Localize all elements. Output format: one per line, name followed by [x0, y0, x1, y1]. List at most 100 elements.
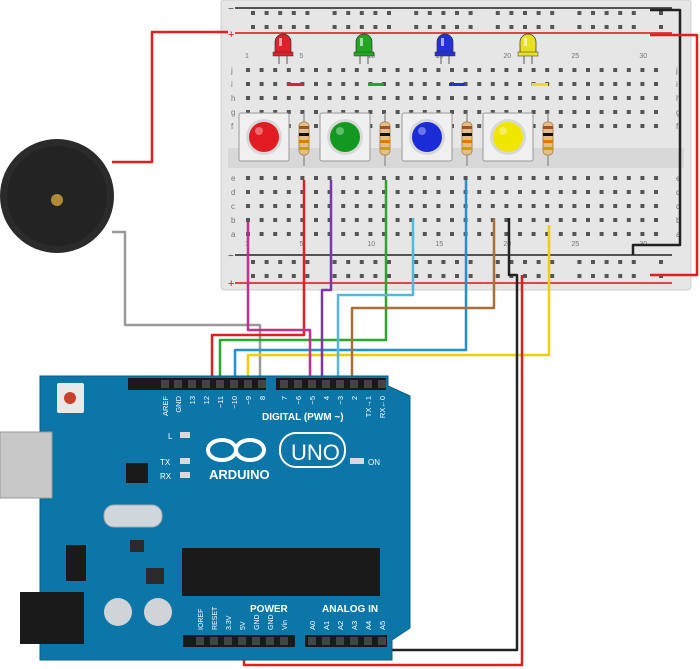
breadboard-hole: [518, 96, 522, 100]
header-pin[interactable]: [280, 637, 288, 645]
breadboard-hole: [599, 68, 604, 72]
header-pin[interactable]: [308, 380, 316, 388]
header-pin[interactable]: [196, 637, 204, 645]
breadboard-hole: [654, 124, 658, 128]
breadboard-hole: [477, 110, 482, 114]
pushbutton[interactable]: [482, 112, 534, 162]
column-number: 10: [367, 241, 375, 248]
header-pin[interactable]: [161, 380, 169, 388]
breadboard-hole: [490, 204, 495, 208]
header-pin[interactable]: [174, 380, 182, 388]
breadboard-hole: [246, 204, 250, 208]
breadboard-hole: [395, 232, 400, 236]
pushbutton[interactable]: [401, 112, 453, 162]
rail-hole: [441, 11, 446, 15]
header-pin[interactable]: [188, 380, 196, 388]
header-pin[interactable]: [322, 637, 330, 645]
header-pin[interactable]: [238, 637, 246, 645]
header-pin[interactable]: [294, 380, 302, 388]
breadboard-hole: [504, 204, 509, 208]
wire-rail-jumper-red: [650, 33, 699, 277]
rail-hole: [631, 260, 636, 264]
rail-hole: [659, 25, 663, 29]
breadboard-hole: [531, 204, 536, 208]
breadboard-hole: [654, 82, 658, 86]
rail-hole: [495, 274, 500, 278]
led-jumper: [449, 83, 465, 86]
header-pin[interactable]: [280, 380, 288, 388]
row-label: a: [676, 230, 681, 239]
rail-hole: [291, 260, 296, 264]
header-pin[interactable]: [216, 380, 224, 388]
header-pin[interactable]: [210, 637, 218, 645]
header-pin[interactable]: [378, 380, 386, 388]
header-pin[interactable]: [322, 380, 330, 388]
breadboard-hole: [626, 190, 631, 194]
breadboard-hole: [259, 204, 264, 208]
wire-pin4-purple: [320, 180, 333, 382]
header-pin[interactable]: [350, 380, 358, 388]
rail-minus-label: −: [228, 4, 234, 15]
header-pin[interactable]: [202, 380, 210, 388]
breadboard-hole: [477, 176, 482, 180]
breadboard-hole: [626, 68, 631, 72]
breadboard-hole: [613, 82, 618, 86]
rail-hole: [264, 25, 269, 29]
breadboard-hole: [572, 110, 577, 114]
header-pin[interactable]: [336, 380, 344, 388]
rail-hole: [536, 25, 541, 29]
breadboard-hole: [518, 190, 522, 194]
rail-hole: [291, 11, 296, 15]
header-pin[interactable]: [364, 380, 372, 388]
breadboard-hole: [409, 82, 414, 86]
header-pin[interactable]: [244, 380, 252, 388]
column-number: 25: [571, 241, 579, 248]
header-pin[interactable]: [378, 637, 386, 645]
breadboard-hole: [599, 232, 604, 236]
header-pin[interactable]: [230, 380, 238, 388]
rail-hole: [359, 11, 364, 15]
rail-hole: [251, 11, 255, 15]
power-header-label: POWER: [250, 604, 289, 615]
breadboard-hole: [314, 190, 318, 194]
breadboard-hole: [341, 96, 346, 100]
header-pin[interactable]: [258, 380, 266, 388]
rail-hole: [264, 11, 269, 15]
breadboard-hole: [450, 68, 454, 72]
breadboard-hole: [327, 232, 332, 236]
rail-hole: [441, 274, 446, 278]
breadboard-hole: [450, 96, 454, 100]
breadboard-hole: [273, 68, 278, 72]
header-pin[interactable]: [308, 637, 316, 645]
breadboard-hole: [286, 110, 291, 114]
breadboard-hole: [450, 204, 454, 208]
rail-hole: [346, 274, 351, 278]
header-pin[interactable]: [336, 637, 344, 645]
breadboard-hole: [640, 176, 645, 180]
header-pin[interactable]: [252, 637, 260, 645]
header-pin[interactable]: [266, 637, 274, 645]
breadboard-hole: [626, 176, 631, 180]
led-row: [272, 33, 548, 86]
pushbutton[interactable]: [319, 112, 371, 162]
breadboard-hole: [422, 204, 427, 208]
breadboard-hole: [409, 68, 414, 72]
breadboard-hole: [382, 190, 386, 194]
breadboard-hole: [436, 190, 441, 194]
breadboard-hole: [436, 82, 441, 86]
breadboard-hole: [626, 110, 631, 114]
breadboard-hole: [518, 82, 522, 86]
header-pin[interactable]: [224, 637, 232, 645]
analog-pin-label: A4: [364, 621, 373, 630]
rail-hole: [291, 25, 296, 29]
row-label: a: [231, 230, 236, 239]
breadboard-hole: [654, 96, 658, 100]
breadboard-hole: [531, 176, 536, 180]
breadboard-hole: [341, 204, 346, 208]
rail-hole: [577, 260, 582, 264]
header-pin[interactable]: [350, 637, 358, 645]
pushbutton[interactable]: [238, 112, 290, 162]
header-pin[interactable]: [364, 637, 372, 645]
